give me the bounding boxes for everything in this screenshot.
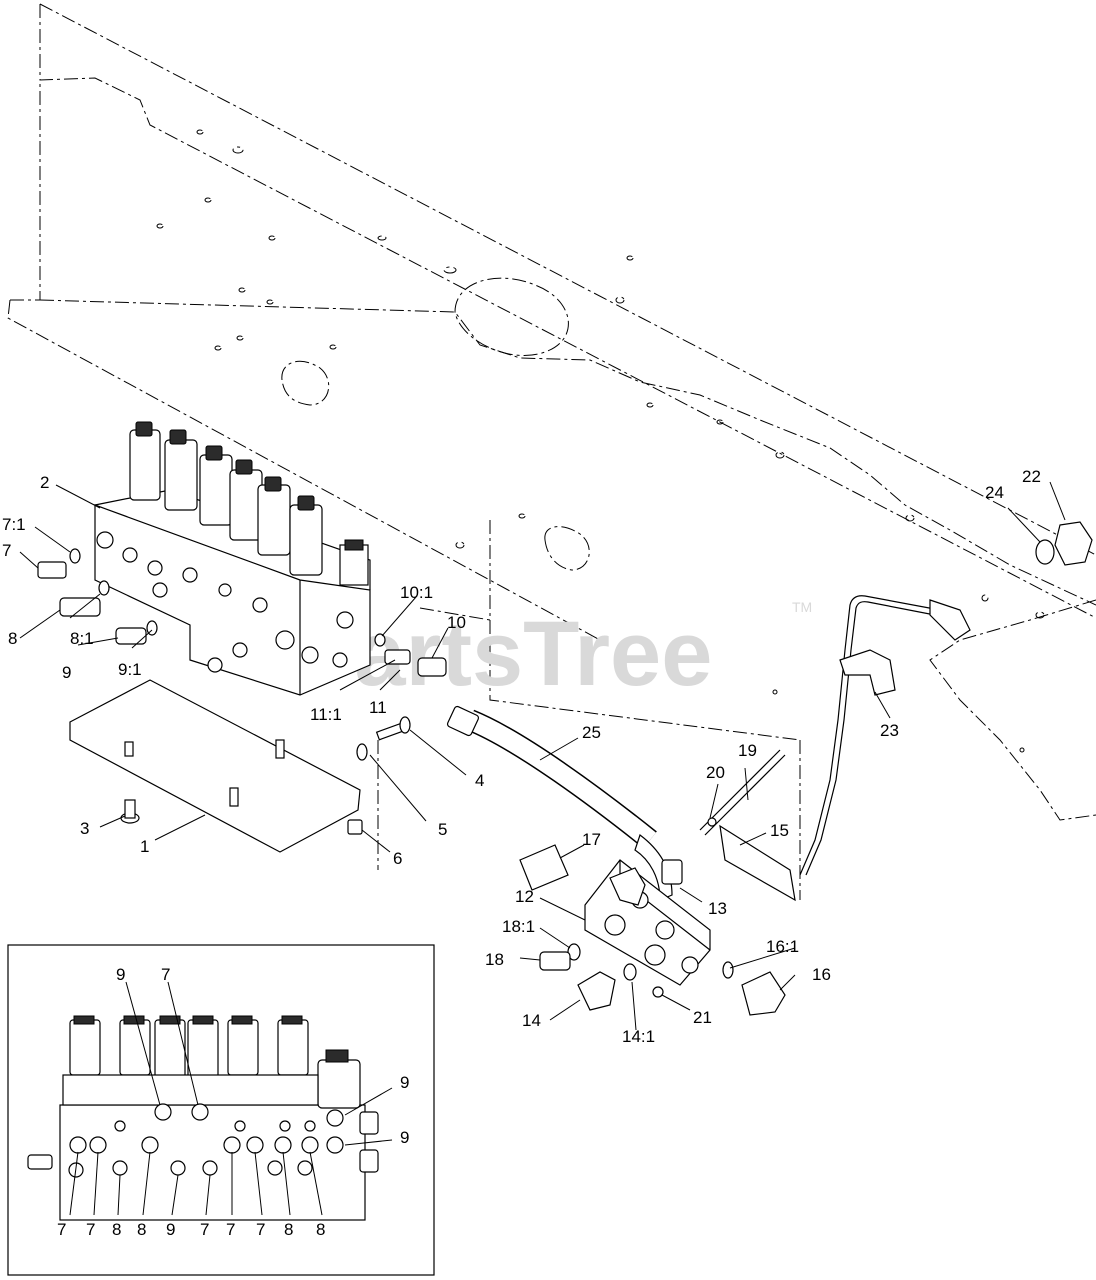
callout-5: 5 <box>438 820 447 839</box>
inset-callout-bottom-3: 8 <box>112 1220 121 1239</box>
inset-ports <box>68 1103 344 1178</box>
callout-25: 25 <box>582 723 601 742</box>
inset-callout-top-2: 7 <box>161 965 170 984</box>
inset-callout-bottom-7: 7 <box>226 1220 235 1239</box>
callout-11-1: 11:1 <box>310 705 342 724</box>
manifold-fittings <box>37 548 447 677</box>
callout-20: 20 <box>706 763 725 782</box>
callout-1: 1 <box>140 837 149 856</box>
nuts-22-24 <box>1035 521 1093 566</box>
inset-callout-bottom-8: 7 <box>256 1220 265 1239</box>
inset-callout-top-3: 9 <box>400 1073 409 1092</box>
inset-callout-bottom-1: 7 <box>57 1220 66 1239</box>
callout-21: 21 <box>693 1008 712 1027</box>
tube-and-elbows <box>799 595 971 876</box>
callout-22: 22 <box>1022 467 1041 486</box>
leader-lines <box>19 481 1066 1031</box>
callout-4: 4 <box>475 771 484 790</box>
mounting-plate <box>69 679 361 853</box>
callout-15: 15 <box>770 821 789 840</box>
inset-callout-bottom-2: 7 <box>86 1220 95 1239</box>
callout-10: 10 <box>447 613 466 632</box>
callout-16-1: 16:1 <box>766 937 799 956</box>
valve-manifold <box>37 421 447 731</box>
inset-callouts-bottom: 7 7 8 8 9 7 7 7 8 8 <box>57 1220 325 1239</box>
inset-callout-bottom-10: 8 <box>316 1220 325 1239</box>
callout-18-1: 18:1 <box>502 917 535 936</box>
callout-8: 8 <box>8 629 17 648</box>
callout-11: 11 <box>369 698 387 717</box>
callout-23: 23 <box>880 721 899 740</box>
block-fittings <box>519 844 786 1016</box>
solenoid-coils <box>129 421 369 586</box>
callout-6: 6 <box>393 849 402 868</box>
callout-7: 7 <box>2 541 11 560</box>
callout-9-1: 9:1 <box>118 660 142 679</box>
callout-9: 9 <box>62 663 71 682</box>
callout-labels: 2 7:1 7 8 8:1 9 9:1 10:1 10 11:1 11 3 1 … <box>2 467 1041 1046</box>
callout-13: 13 <box>708 899 727 918</box>
callout-3: 3 <box>80 819 89 838</box>
inset-callout-bottom-6: 7 <box>200 1220 209 1239</box>
callout-10-1: 10:1 <box>400 583 433 602</box>
bracket-15 <box>699 749 796 902</box>
callout-19: 19 <box>738 741 757 760</box>
callout-2: 2 <box>40 473 49 492</box>
frame-rail <box>7 3 1096 900</box>
callout-8-1: 8:1 <box>70 629 94 648</box>
callout-24: 24 <box>985 483 1004 502</box>
callout-14-1: 14:1 <box>622 1027 655 1046</box>
callout-7-1: 7:1 <box>2 515 26 534</box>
inset-callout-bottom-5: 9 <box>166 1220 175 1239</box>
inset-callout-top-4: 9 <box>400 1128 409 1147</box>
inset-detail: 9 7 9 9 7 7 8 8 9 7 7 7 8 8 <box>7 944 435 1276</box>
callout-16: 16 <box>812 965 831 984</box>
bolt-washer-nut <box>347 716 411 835</box>
inset-callout-bottom-9: 8 <box>284 1220 293 1239</box>
callout-18: 18 <box>485 950 504 969</box>
callout-17: 17 <box>582 830 601 849</box>
callout-12: 12 <box>515 887 534 906</box>
inset-leader-lines <box>69 981 393 1216</box>
inset-callout-top-1: 9 <box>116 965 125 984</box>
inset-callout-bottom-4: 8 <box>137 1220 146 1239</box>
bolt-3 <box>120 799 140 824</box>
callout-14: 14 <box>522 1011 541 1030</box>
inset-callouts-top: 9 7 9 9 <box>116 965 409 1147</box>
watermark-trademark: TM <box>792 599 812 615</box>
manifold-block-12 <box>584 859 711 986</box>
